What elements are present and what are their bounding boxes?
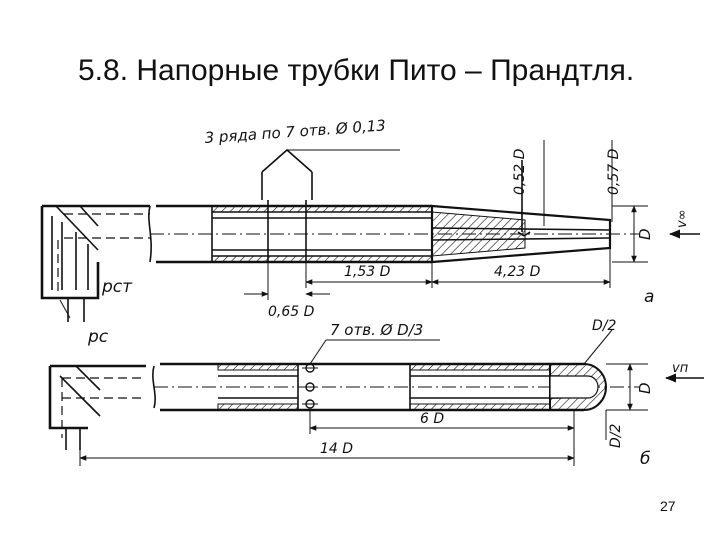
break-line-a <box>148 205 152 263</box>
flow-arrow-a: v∞ <box>668 209 700 239</box>
static-holes-b: 7 отв. Ø D/3 <box>302 321 440 409</box>
probe-tube-b <box>154 362 640 412</box>
pst-label: pст <box>101 277 133 297</box>
flow-arrow-b: vп <box>664 361 704 383</box>
dim-6d-label: 6 D <box>420 411 444 427</box>
dim-052-057: 0,52 D 0,57 D <box>512 140 622 226</box>
figure-b: 7 отв. Ø D/3 D/2 D/2 D vп 6 D 14 D <box>48 318 704 469</box>
slide-title: 5.8. Напорные трубки Пито – Прандтля. <box>78 54 635 87</box>
holes-callout-a: 3 ряда по 7 отв. Ø 0,13 <box>204 116 400 200</box>
dim-14d: 14 D <box>79 441 575 466</box>
dim-d2-bottom-label: D/2 <box>608 424 624 448</box>
dim-423-label: 4,23 D <box>494 264 541 280</box>
flow-label-a: v∞ <box>675 209 690 228</box>
static-holes-a <box>267 200 307 262</box>
probe-tube-a <box>150 200 640 264</box>
holes-note-a: 3 ряда по 7 отв. Ø 0,13 <box>204 116 386 147</box>
stem-elbow-b <box>48 364 146 450</box>
dim-d-b-label: D <box>636 382 654 394</box>
dim-14d-label: 14 D <box>320 441 353 457</box>
dim-d-a-label: D <box>636 228 654 240</box>
dim-153-423: 1,53 D 4,23 D <box>305 248 611 288</box>
page-number: 27 <box>660 498 676 514</box>
dim-d2-top-label: D/2 <box>592 318 616 334</box>
holes-note-b: 7 отв. Ø D/3 <box>330 321 423 339</box>
dim-065: 0,65 D <box>244 262 330 320</box>
caption-b: б <box>640 449 650 469</box>
dim-065-label: 0,65 D <box>268 304 315 320</box>
dim-052-label: 0,52 D <box>512 148 528 195</box>
dim-d2-b: D/2 D/2 <box>583 318 624 448</box>
dim-d-b: D <box>606 363 654 411</box>
pc-label: pс <box>87 327 109 347</box>
cone-nose-a <box>430 160 612 264</box>
flow-label-b: vп <box>672 361 689 376</box>
dim-153-label: 1,53 D <box>344 264 391 280</box>
caption-a: а <box>644 287 654 307</box>
dim-057-label: 0,57 D <box>606 148 622 195</box>
figure-a: 3 ряда по 7 отв. Ø 0,13 0,52 D 0,57 D D … <box>40 116 700 347</box>
dim-d-a: D <box>612 205 654 263</box>
stem-elbow-a <box>40 204 150 322</box>
